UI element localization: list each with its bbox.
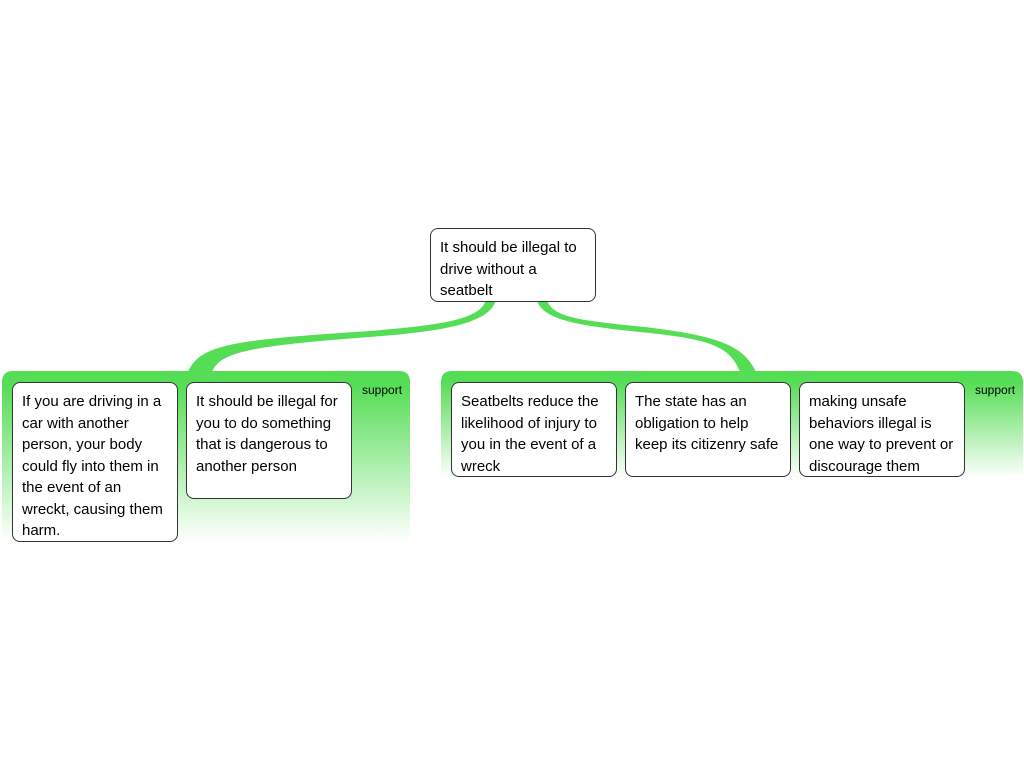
reason-node-2[interactable]: It should be illegal for you to do somet… (186, 382, 352, 499)
reason-text-3: Seatbelts reduce the likelihood of injur… (461, 393, 599, 475)
reason-text-4: The state has an obligation to help keep… (635, 393, 779, 453)
support-label-right: support (975, 383, 1016, 397)
reason-text-5: making unsafe behaviors illegal is one w… (809, 393, 954, 475)
reason-node-1[interactable]: If you are driving in a car with another… (12, 382, 178, 542)
root-claim-text: It should be illegal to drive without a … (440, 239, 577, 299)
support-connector-right (537, 300, 756, 372)
reason-text-1: If you are driving in a car with another… (22, 393, 163, 539)
root-claim-node[interactable]: It should be illegal to drive without a … (430, 228, 596, 302)
reason-node-5[interactable]: making unsafe behaviors illegal is one w… (799, 382, 965, 477)
support-label-left: support (362, 383, 403, 397)
support-connector-left (188, 300, 496, 372)
reason-node-3[interactable]: Seatbelts reduce the likelihood of injur… (451, 382, 617, 477)
reason-text-2: It should be illegal for you to do somet… (196, 393, 338, 475)
reason-node-4[interactable]: The state has an obligation to help keep… (625, 382, 791, 477)
